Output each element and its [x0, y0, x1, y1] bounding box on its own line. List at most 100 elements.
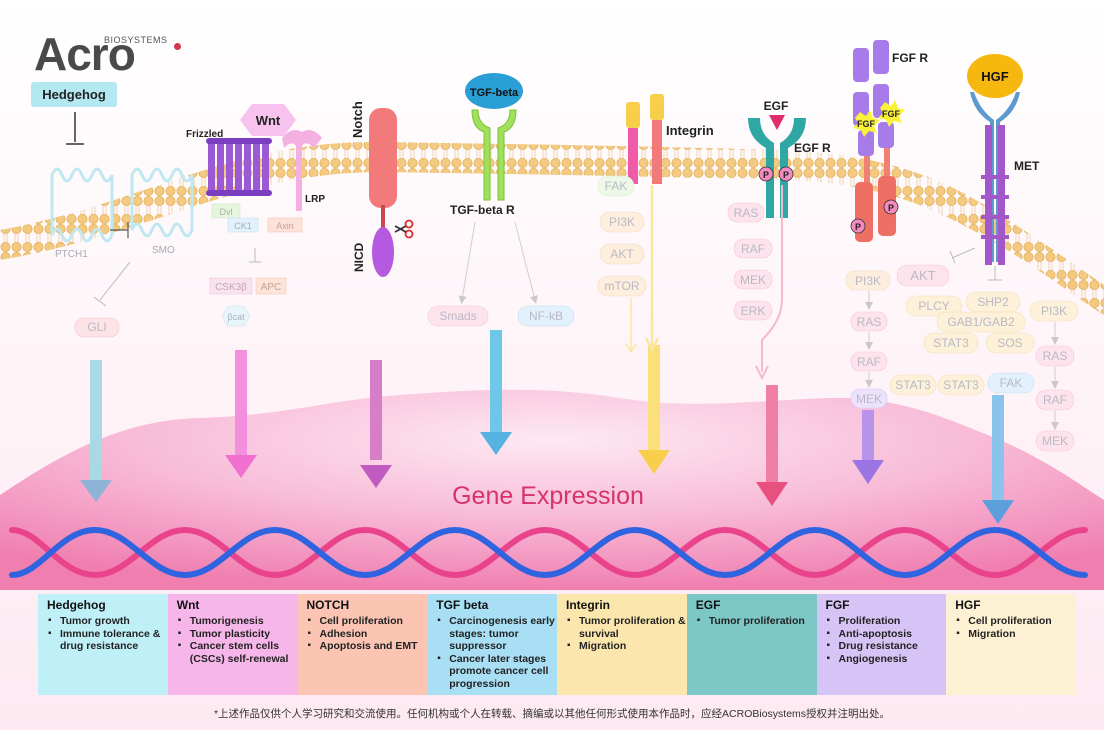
egf-receptor-label: EGF R [794, 141, 831, 155]
phospho-egf-2 [778, 166, 794, 182]
raf-label-egf: RAF [741, 242, 765, 256]
hgf-ligand-label: HGF [981, 69, 1009, 84]
gene-expression-label: Gene Expression [452, 482, 644, 510]
svg-text:P: P [855, 222, 861, 232]
table-list-item: Carcinogenesis early stages: tumor suppr… [437, 615, 557, 653]
table-column: HedgehogTumor growthImmune tolerance & d… [38, 594, 168, 695]
tgf-ligand-label: TGF-beta [470, 87, 519, 99]
acro-logo: Acro BIOSYSTEMS [34, 31, 181, 77]
gsk-label: CSK3β [215, 282, 247, 293]
gli-node [74, 317, 120, 338]
integrin-beta [650, 94, 664, 120]
plcy-node [905, 295, 963, 317]
table-list-item: Adhesion [308, 628, 428, 641]
ras-node-fgf [850, 311, 888, 332]
table-column-list: Tumor growthImmune tolerance & drug resi… [47, 615, 168, 653]
table-list-item: Tumor proliferation [697, 615, 817, 628]
nucleus [0, 389, 1104, 590]
egf-pathway: EGF EGF R P P RAS RAF MEK ERK [727, 99, 831, 381]
stat3-label-1: STAT3 [933, 336, 969, 350]
logo-subtitle: BIOSYSTEMS [104, 35, 168, 45]
stat3-label-3: STAT3 [943, 378, 979, 392]
pi3k-node-fgf [845, 270, 891, 291]
egf-ligand [769, 115, 785, 130]
pi3k-node-hgf [1029, 300, 1079, 322]
ras-label-egf: RAS [734, 206, 759, 220]
ptch1-label: PTCH1 [55, 249, 88, 260]
smads-node [427, 305, 489, 327]
fgf-receptor-label: FGF R [892, 51, 928, 65]
bcat-label: βcat [227, 312, 245, 322]
phospho-egf-1 [758, 166, 774, 182]
footnote: *上述作品仅供个人学习研究和交流使用。任何机构或个人在转载、摘编或以其他任何形式… [213, 708, 891, 720]
logo-dot-icon [174, 43, 181, 50]
table-list-item: Tumorigenesis [178, 615, 298, 628]
erk-node-egf [733, 300, 773, 321]
lrp-label: LRP [305, 194, 325, 205]
phospho-fgf-2 [883, 199, 899, 215]
table-column-list: ProliferationAnti-apoptosisDrug resistan… [826, 615, 947, 665]
pi3k-label-integrin: PI3K [609, 215, 635, 229]
frizzled-receptor [206, 138, 272, 196]
integrin-alpha [626, 102, 640, 128]
hedgehog-title: Hedgehog [31, 82, 117, 107]
gsk-node [209, 277, 253, 295]
mek-label-fgf: MEK [856, 392, 882, 406]
met-label: MET [1014, 159, 1040, 173]
tgf-ligand [465, 73, 523, 109]
mek-label-egf: MEK [740, 273, 766, 287]
table-list-item: Immune tolerance & drug resistance [48, 628, 168, 653]
table-list-item: Tumor proliferation & survival [567, 615, 687, 640]
table-list-item: Cancer later stages promote cancer cell … [437, 653, 557, 691]
shp2-label: SHP2 [977, 295, 1009, 309]
hgf-arrow [982, 395, 1014, 524]
ck1-label: CK1 [234, 221, 252, 231]
erk-label-egf: ERK [741, 304, 766, 318]
akt-label-hgf: AKT [910, 268, 935, 283]
egf-label: EGF [764, 99, 789, 113]
ras-node-egf [727, 202, 765, 223]
integrin-label: Integrin [666, 123, 714, 138]
table-list-item: Drug resistance [827, 640, 947, 653]
table-column-title: Wnt [176, 598, 200, 612]
fak-label: FAK [605, 179, 628, 193]
table-column: IntegrinTumor proliferation & survivalMi… [557, 594, 687, 695]
raf-node-hgf [1035, 389, 1075, 411]
table-column-title: FGF [825, 598, 850, 612]
wnt-arrow [225, 350, 257, 478]
table-column: HGFCell proliferationMigration [946, 594, 1076, 695]
ras-label-hgf: RAS [1043, 349, 1068, 363]
smo-label: SMO [152, 245, 175, 256]
ras-label-fgf: RAS [857, 315, 882, 329]
axin-label: Axin [276, 221, 294, 231]
fak-node [597, 175, 635, 197]
gab-node [936, 311, 1026, 333]
stat3-node-3 [937, 374, 985, 396]
stat3-label-2: STAT3 [895, 378, 931, 392]
gab-label: GAB1/GAB2 [947, 315, 1015, 329]
ras-node-hgf [1035, 345, 1075, 367]
table-column: TGF betaCarcinogenesis early stages: tum… [427, 594, 557, 695]
svg-text:P: P [783, 170, 789, 180]
mek-node-egf [733, 269, 773, 290]
mek-node-fgf [850, 388, 888, 409]
nicd-fragment [372, 227, 394, 277]
notch-label: Notch [350, 101, 365, 138]
raf-label-fgf: RAF [857, 355, 881, 369]
table-column: NOTCHCell proliferationAdhesionApoptosis… [297, 594, 428, 695]
fgf-ligand-star-2 [878, 100, 905, 127]
gli-label: GLI [87, 320, 106, 334]
table-column: WntTumorigenesisTumor plasticityCancer s… [167, 594, 298, 695]
hgf-ligand [967, 54, 1023, 98]
table-column-title: TGF beta [436, 598, 489, 612]
tgf-receptor-label: TGF-beta R [450, 203, 515, 217]
nfkb-label: NF-kB [529, 309, 563, 323]
pi3k-label-hgf: PI3K [1041, 304, 1067, 318]
table-list-item: Cell proliferation [308, 615, 428, 628]
table-column-title: Hedgehog [47, 598, 106, 612]
table-column-title: NOTCH [306, 598, 350, 612]
table-column-list: TumorigenesisTumor plasticityCancer stem… [177, 615, 298, 665]
table-column-title: HGF [955, 598, 981, 612]
hedgehog-arrow [80, 360, 112, 502]
egf-arrow [756, 385, 788, 506]
